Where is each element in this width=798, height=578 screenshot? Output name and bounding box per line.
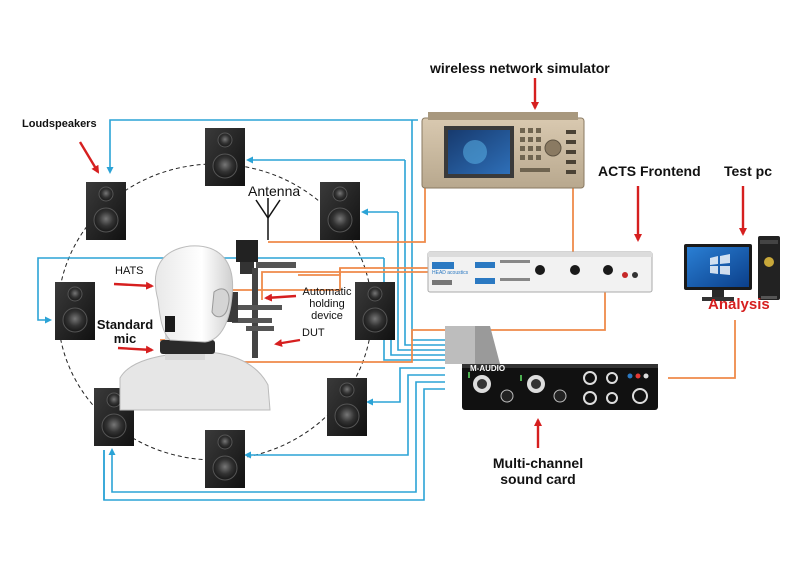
- acts-frontend-label: ACTS Frontend: [598, 163, 701, 179]
- sound-card-line1: Multi-channel: [492, 455, 584, 471]
- holding-device-line3: device: [311, 310, 343, 322]
- loudspeaker-top-right: [320, 182, 360, 240]
- wireless-simulator-device: [421, 112, 585, 189]
- frontend-brand: HEAD acoustics: [432, 270, 469, 276]
- standard-mic-label: Standard mic: [95, 318, 155, 346]
- holding-device-label: Automatic holding device: [296, 286, 358, 322]
- test-pc-icon: [684, 236, 780, 301]
- loudspeaker-left: [55, 282, 95, 340]
- antenna-label: Antenna: [248, 183, 301, 199]
- loudspeaker-bottom: [205, 430, 245, 488]
- red-arrows: [78, 78, 747, 448]
- sound-card-line2: sound card: [500, 471, 576, 487]
- acts-frontend-device: [427, 251, 653, 293]
- sound-card-brand: M-AUDIO: [470, 364, 506, 373]
- analysis-label: Analysis: [708, 296, 770, 313]
- wireless-simulator-label: wireless network simulator: [430, 60, 610, 76]
- loudspeaker-bottom-right: [327, 378, 367, 436]
- sound-card-device: [445, 326, 658, 410]
- hats-label: HATS: [115, 265, 144, 277]
- holding-device-line1: Automatic: [302, 286, 352, 298]
- dut-label: DUT: [302, 327, 325, 339]
- standard-mic-line2: mic: [113, 331, 137, 346]
- holding-device-line2: holding: [309, 298, 345, 310]
- hats-icon: [119, 245, 271, 411]
- antenna-icon: [255, 198, 281, 240]
- loudspeakers-label: Loudspeakers: [22, 118, 97, 130]
- sound-card-label: Multi-channel sound card: [482, 455, 594, 487]
- loudspeaker-top-left: [86, 182, 126, 240]
- loudspeaker-top: [205, 128, 245, 186]
- loudspeaker-right: [355, 282, 395, 340]
- test-pc-label: Test pc: [724, 163, 772, 179]
- standard-mic-line1: Standard: [96, 317, 154, 332]
